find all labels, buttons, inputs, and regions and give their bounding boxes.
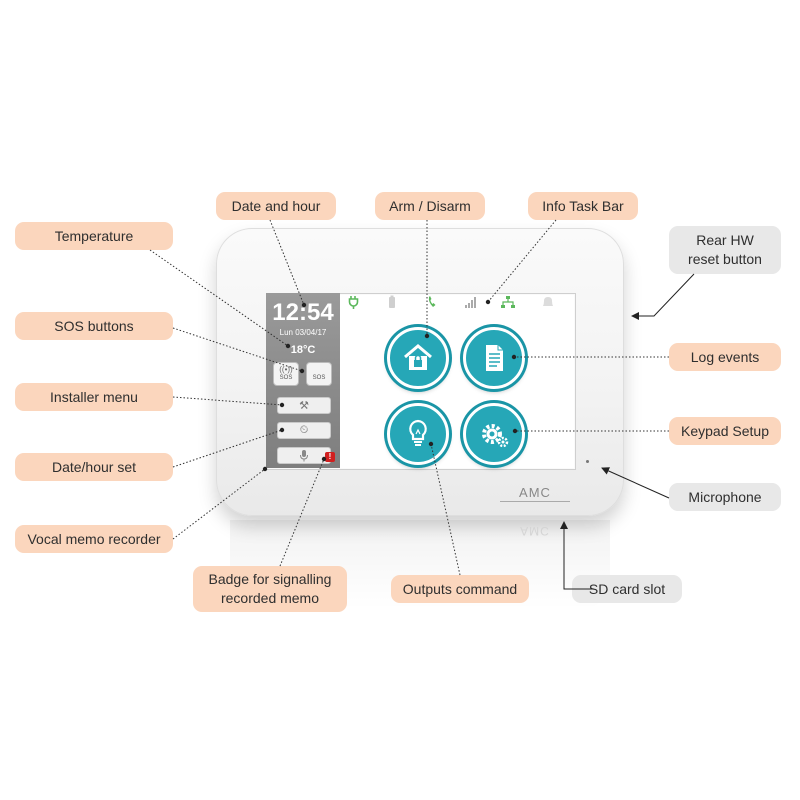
gear-icon [482,424,509,448]
outputs-command-button[interactable] [387,403,449,465]
sos-label: SOS [312,375,326,381]
signal-icon [465,297,476,308]
installer-menu-button[interactable]: ⚒ [277,397,331,414]
vocal-memo-button[interactable] [277,447,331,464]
microphone-icon [300,449,308,461]
callout-vocal-memo-recorder: Vocal memo recorder [15,525,173,553]
document-icon [486,345,503,371]
tools-icon: ⚒ [299,400,309,412]
callout-log-events: Log events [669,343,781,371]
phone-icon [428,296,436,307]
callout-rear-hw-reset: Rear HW reset button [669,226,781,274]
plug-icon [348,296,359,309]
callout-microphone: Microphone [669,483,781,511]
brand-logo: AMC [500,485,570,502]
sos-button-2[interactable]: SOS [306,362,332,386]
microphone-hole [586,460,589,463]
callout-outputs-command: Outputs command [391,575,529,603]
callout-installer-menu: Installer menu [15,383,173,411]
log-events-button[interactable] [463,327,525,389]
callout-badge-recorded-memo: Badge for signalling recorded memo [193,566,347,612]
callout-sd-card-slot: SD card slot [572,575,682,603]
callout-date-and-hour: Date and hour [216,192,336,220]
date-hour-set-button[interactable]: ⏲ [277,422,331,439]
network-icon [501,296,515,308]
sos-button-1[interactable]: ((•)) SOS [273,362,299,386]
callout-sos-buttons: SOS buttons [15,312,173,340]
battery-icon [389,295,395,308]
lightbulb-icon [409,419,427,446]
brand-logo-reflection: AMC [520,524,550,538]
alarm-waves-icon: ((•)) [279,365,293,374]
keypad-setup-button[interactable] [463,403,525,465]
clock-display: 12:54 [272,299,334,326]
sos-label: SOS [279,375,293,381]
temperature-display: 18°C [290,344,316,356]
recorded-memo-badge: ! [325,452,335,462]
info-task-bar [340,293,574,311]
callout-arm-disarm: Arm / Disarm [375,192,485,220]
callout-info-task-bar: Info Task Bar [528,192,638,220]
arm-disarm-button[interactable] [387,327,449,389]
clock-icon: ⏲ [299,424,309,436]
callout-keypad-setup: Keypad Setup [669,417,781,445]
callout-date-hour-set: Date/hour set [15,453,173,481]
bell-icon [543,297,553,306]
date-display: Lun 03/04/17 [279,328,327,337]
callout-temperature: Temperature [15,222,173,250]
house-lock-icon [404,344,432,370]
